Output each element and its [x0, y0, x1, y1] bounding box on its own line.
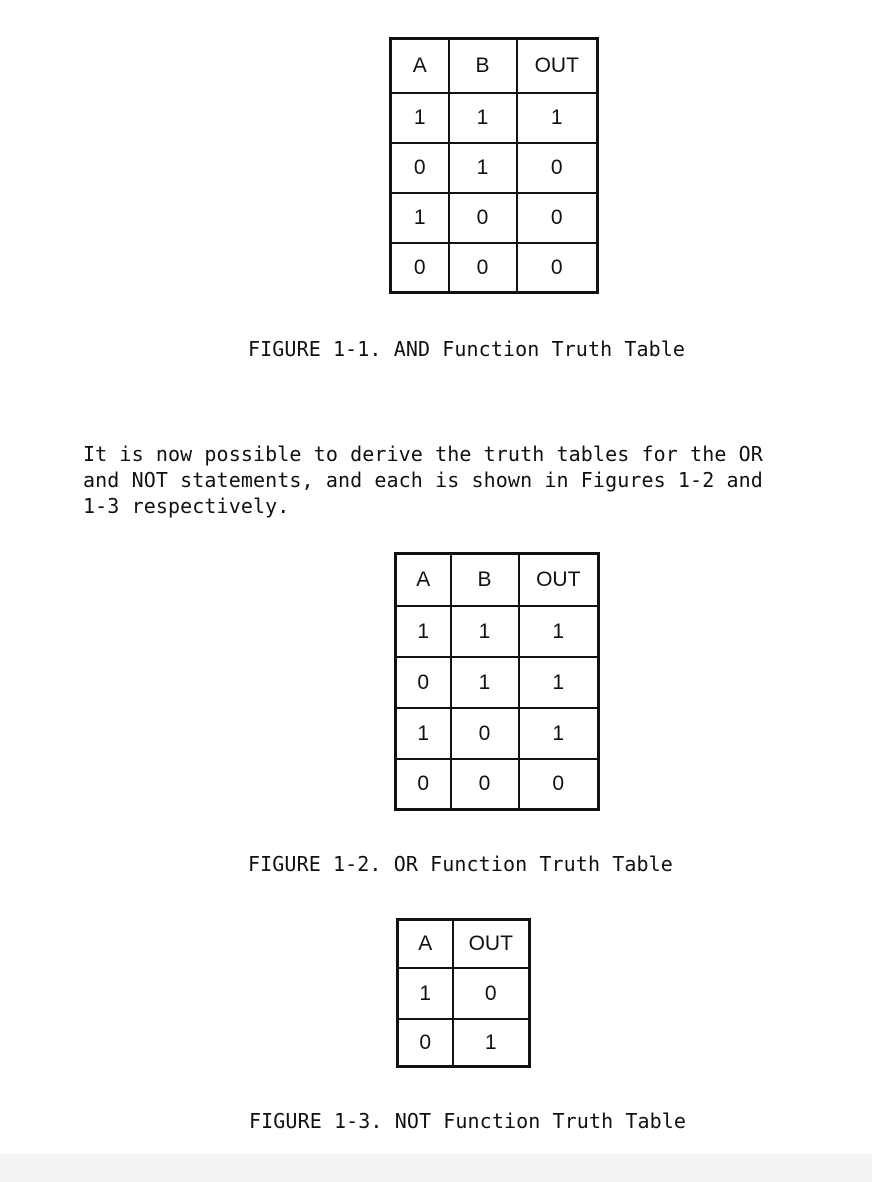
table-header-row: A OUT	[396, 918, 531, 969]
table-cell: 0	[449, 757, 520, 811]
header-cell: OUT	[515, 37, 599, 94]
figure-1-3-caption: FIGURE 1-3. NOT Function Truth Table	[249, 1109, 687, 1133]
or-truth-table: A B OUT 1 1 1 0 1 1 1 0 1 0 0 0	[394, 552, 600, 811]
table-cell: 1	[389, 191, 450, 244]
table-cell: 0	[517, 757, 600, 811]
header-cell: OUT	[451, 918, 531, 969]
header-cell: B	[447, 37, 518, 94]
table-cell: 0	[447, 191, 518, 244]
table-row: 0 0 0	[394, 757, 600, 811]
table-header-row: A B OUT	[389, 37, 599, 94]
table-cell: 1	[451, 1017, 531, 1068]
table-cell: 1	[449, 604, 520, 658]
header-cell: B	[449, 552, 520, 607]
table-row: 1 1 1	[394, 604, 600, 658]
table-row: 1 1 1	[389, 91, 599, 144]
table-cell: 0	[389, 141, 450, 194]
table-cell: 1	[394, 706, 452, 760]
table-cell: 0	[394, 655, 452, 709]
table-cell: 0	[447, 241, 518, 294]
table-cell: 1	[389, 91, 450, 144]
table-cell: 1	[447, 91, 518, 144]
table-row: 1 0 1	[394, 706, 600, 760]
table-row: 0 1 1	[394, 655, 600, 709]
paragraph-line: and NOT statements, and each is shown in…	[83, 468, 763, 492]
paragraph-line: It is now possible to derive the truth t…	[83, 442, 763, 466]
header-cell: A	[389, 37, 450, 94]
table-cell: 0	[515, 191, 599, 244]
figure-1-2-caption: FIGURE 1-2. OR Function Truth Table	[248, 852, 673, 876]
table-cell: 0	[515, 141, 599, 194]
table-cell: 0	[396, 1017, 454, 1068]
table-cell: 1	[517, 655, 600, 709]
table-cell: 1	[394, 604, 452, 658]
table-row: 1 0 0	[389, 191, 599, 244]
table-cell: 1	[449, 655, 520, 709]
table-cell: 1	[447, 141, 518, 194]
header-cell: A	[396, 918, 454, 969]
table-row: 0 0 0	[389, 241, 599, 294]
table-cell: 1	[396, 966, 454, 1020]
paragraph-line: 1-3 respectively.	[83, 494, 290, 518]
table-cell: 1	[515, 91, 599, 144]
table-row: 0 1 0	[389, 141, 599, 194]
table-cell: 0	[451, 966, 531, 1020]
body-paragraph: It is now possible to derive the truth t…	[83, 441, 763, 519]
header-cell: OUT	[517, 552, 600, 607]
and-truth-table: A B OUT 1 1 1 0 1 0 1 0 0 0 0 0	[389, 37, 599, 294]
header-cell: A	[394, 552, 452, 607]
table-row: 1 0	[396, 966, 531, 1020]
table-cell: 0	[394, 757, 452, 811]
table-cell: 1	[517, 604, 600, 658]
not-truth-table: A OUT 1 0 0 1	[396, 918, 531, 1068]
table-cell: 1	[517, 706, 600, 760]
table-cell: 0	[449, 706, 520, 760]
table-header-row: A B OUT	[394, 552, 600, 607]
page-bottom-edge	[0, 1154, 872, 1182]
figure-1-1-caption: FIGURE 1-1. AND Function Truth Table	[248, 337, 686, 361]
table-cell: 0	[389, 241, 450, 294]
table-row: 0 1	[396, 1017, 531, 1068]
table-cell: 0	[515, 241, 599, 294]
